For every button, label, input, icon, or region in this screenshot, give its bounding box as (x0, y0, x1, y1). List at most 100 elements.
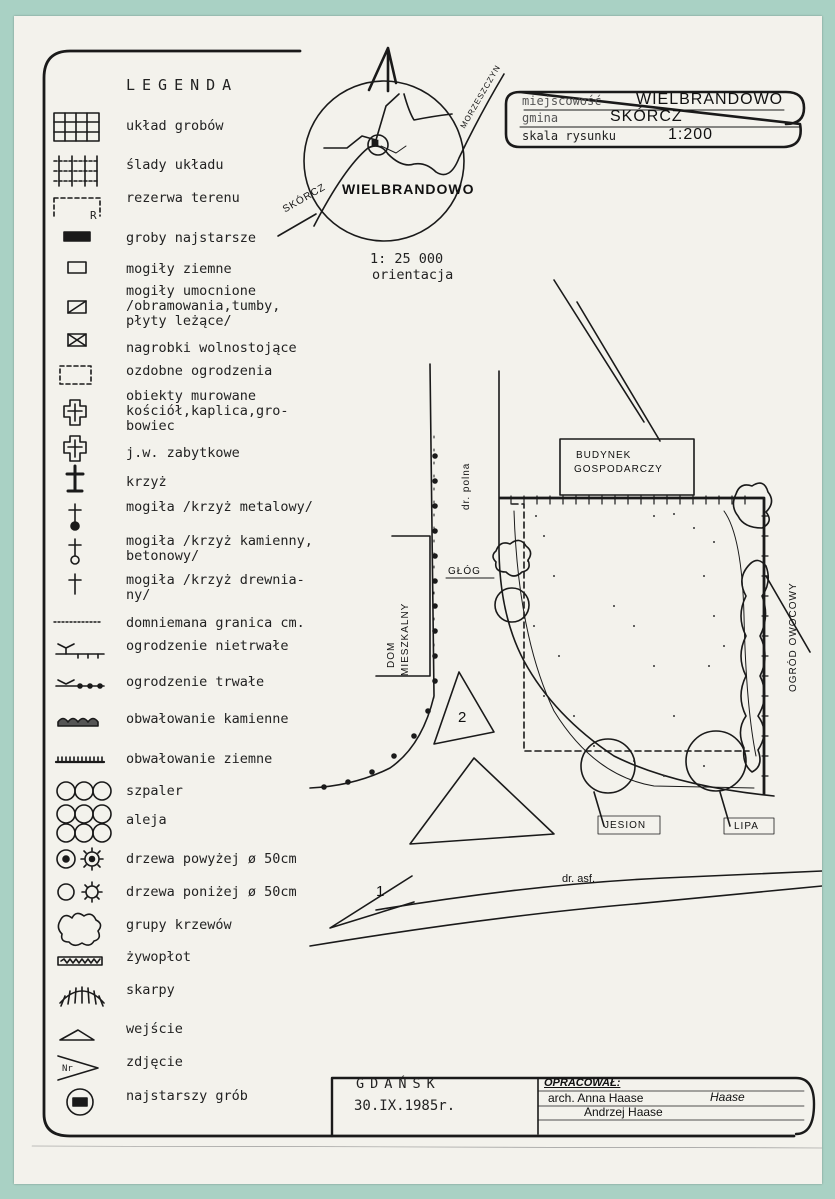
diagonal-lines (553, 279, 661, 442)
large-tree-icon (56, 847, 104, 871)
cemetery-boundary (498, 495, 769, 796)
path-triangle (409, 757, 555, 845)
metal-cross-icon (68, 503, 82, 531)
hawthorn-shrub (492, 539, 532, 577)
scale-label: skala rysunku (522, 129, 616, 143)
header-frame (504, 90, 806, 149)
legend-item-label: krzyż (126, 474, 167, 490)
asphalt-road (309, 870, 822, 947)
legend-item-label: j.w. zabytkowe (126, 445, 240, 461)
legend-item-label: mogiła /krzyż drewnia- ny/ (126, 572, 305, 603)
hedge-right (732, 482, 773, 773)
fence-dots-left (321, 453, 438, 790)
row-trees-icon (56, 781, 112, 801)
speckles (527, 513, 725, 777)
footer-date: 30.IX.1985r. (354, 1098, 456, 1114)
legend-item-label: groby najstarsze (126, 230, 257, 246)
ash-label-box (597, 815, 661, 835)
building-top-line2: GOSPODARCZY (574, 464, 663, 475)
orientation-label: orientacja (372, 267, 454, 283)
grid-traces-icon (53, 155, 100, 187)
avenue-icon (56, 804, 112, 843)
small-tree-icon (57, 881, 103, 903)
legend-item-label: drzewa powyżej ø 50cm (126, 851, 297, 867)
filled-rect-icon (63, 231, 91, 242)
legend-item-label: ogrodzenie nietrwałe (126, 638, 289, 654)
chapel-historic-icon (63, 435, 87, 462)
commune-value: SKÓRCZ (610, 108, 683, 125)
legend-item-label: żywopłot (126, 949, 192, 965)
legend-item-label: rezerwa terenu (126, 190, 240, 206)
footer-frame (330, 1076, 816, 1138)
legend-item-label: mogiła /krzyż kamienny, betonowy/ (126, 533, 313, 564)
reserve-r-icon (53, 197, 101, 217)
dom-mieszkalny-outline (375, 535, 431, 677)
rect-icon (67, 261, 87, 274)
lime-label: LIPA (734, 821, 759, 832)
wooden-cross-icon (68, 573, 82, 595)
author-2: Andrzej Haase (584, 1105, 663, 1119)
field-road (309, 363, 775, 797)
photo-nr-text: Nr (62, 1064, 73, 1074)
entrance-1-triangle (329, 875, 415, 929)
ash-label: JESION (604, 820, 647, 831)
legend-item-label: zdjęcie (126, 1054, 183, 1070)
signature: Haase (710, 1090, 745, 1104)
rect-slash-icon (67, 300, 87, 314)
legend-item-label: grupy krzewów (126, 917, 232, 933)
lime-leader (719, 791, 731, 827)
prepared-label: OPRACOWAŁ: (544, 1077, 621, 1089)
hedge-icon (57, 956, 103, 966)
orientation-scale: 1: 25 000 (370, 251, 444, 267)
reserve-r-letter: R (90, 209, 97, 222)
tree-lime (685, 730, 747, 792)
chapel-icon (63, 399, 87, 426)
scale-value: 1:200 (668, 126, 714, 143)
oldest-grave-icon (66, 1088, 94, 1116)
entrance-2-triangle (433, 671, 495, 745)
ash-leader (593, 791, 605, 827)
photo-icon (57, 1055, 99, 1081)
legend-item-label: obwałowanie ziemne (126, 751, 273, 767)
legend-item-label: obiekty murowane kościół,kaplica,gro- bo… (126, 388, 289, 434)
legend-item-label: najstarszy grób (126, 1088, 248, 1104)
rect-cross-icon (67, 333, 87, 347)
temp-fence-icon (55, 643, 105, 659)
orchard-label: OGRÓD OWOCOWY (788, 582, 799, 692)
legend-item-label: ogrodzenie trwałe (126, 674, 265, 690)
hawthorn-label: GŁÓG (448, 566, 481, 577)
legend-item-label: wejście (126, 1021, 183, 1037)
footer-city: GDAŃSK (356, 1076, 441, 1092)
entrance-2-label: 2 (458, 709, 467, 726)
orientation-map (277, 46, 505, 242)
legend-item-label: układ grobów (126, 118, 224, 134)
slope-icon (59, 986, 105, 1007)
legend-item-label: mogiła /krzyż metalowy/ (126, 499, 313, 515)
building-top-line1: BUDYNEK (576, 450, 632, 461)
commune-label: gmina (522, 111, 559, 125)
lime-label-box (723, 817, 775, 835)
tree-circle-gate (494, 587, 530, 623)
legend-item-label: ozdobne ogrodzenia (126, 363, 273, 379)
stone-cross-icon (68, 538, 82, 565)
legend-item-label: aleja (126, 812, 167, 828)
budynek-gospodarczy (559, 438, 695, 496)
orientation-village: WIELBRANDOWO (342, 181, 475, 197)
author-1: arch. Anna Haase (548, 1091, 644, 1105)
legend-item-label: skarpy (126, 982, 175, 998)
building-left-line2: MIESZKALNY (400, 602, 411, 676)
cross-icon (65, 464, 85, 493)
shrubs-icon (57, 912, 102, 947)
sheet-bottom-line (31, 1145, 822, 1149)
legend-item-label: mogiły umocnione /obramowania,tumby, pły… (126, 283, 281, 329)
place-value: WIELBRANDOWO (636, 91, 784, 108)
legend-item-label: szpaler (126, 783, 183, 799)
road-asphalt-label: dr. asf. (562, 873, 596, 885)
legend-item-label: drzewa poniżej ø 50cm (126, 884, 297, 900)
legend-title: LEGENDA (126, 76, 239, 94)
legend-item-label: mogiły ziemne (126, 261, 232, 277)
place-label: miejscowość (522, 94, 602, 108)
orchard-line (765, 575, 811, 653)
entrance-triangle-icon (59, 1029, 95, 1041)
perm-fence-icon (55, 679, 105, 689)
